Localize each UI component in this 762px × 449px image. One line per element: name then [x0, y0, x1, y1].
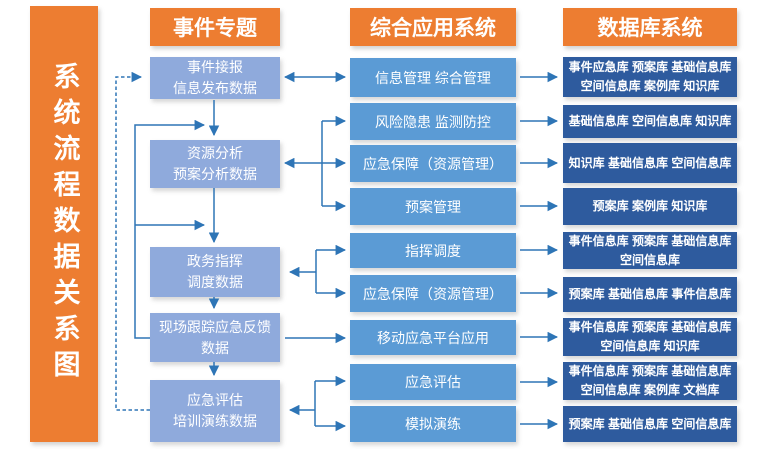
box-line: 预案库 基础信息库 事件信息库 — [568, 287, 732, 302]
box-line: 预案分析数据 — [173, 166, 257, 182]
box-emergency-support-2: 应急保障（资源管理） — [350, 275, 516, 312]
db-box-5: 事件信息库 预案库 基础信息库 空间信息库 — [563, 232, 737, 269]
box-mobile-platform: 移动应急平台应用 — [350, 320, 516, 355]
box-line: 信息管理 综合管理 — [375, 69, 491, 86]
box-line: 预案库 案例库 知识库 — [592, 199, 708, 214]
box-line: 空间信息库 — [619, 252, 680, 267]
box-line: 指挥调度 — [405, 242, 461, 259]
box-line: 政务指挥 — [187, 253, 243, 269]
arrow-dashed-feedback — [115, 71, 150, 411]
box-line: 调度数据 — [187, 274, 243, 290]
box-line: 事件接报 — [187, 59, 243, 75]
box-field-tracking: 现场跟踪应急反馈 数据 — [150, 313, 280, 362]
diagram-title-bar: 系统流程数据关系图 — [30, 6, 98, 442]
db-box-9: 预案库 基础信息库 空间信息库 — [563, 406, 737, 442]
box-line: 空间信息库 案例库 知识库 — [580, 79, 720, 93]
box-event-receiving: 事件接报 信息发布数据 — [150, 57, 280, 99]
box-line: 移动应急平台应用 — [377, 329, 489, 346]
box-resource-analysis: 资源分析 预案分析数据 — [150, 140, 280, 188]
box-emergency-evaluation: 应急评估 培训演练数据 — [150, 380, 280, 442]
db-box-2: 基础信息库 空间信息库 知识库 — [563, 105, 737, 138]
box-line: 预案库 基础信息库 空间信息库 — [568, 416, 732, 431]
box-plan-management: 预案管理 — [350, 188, 516, 225]
db-box-3: 知识库 基础信息库 空间信息库 — [563, 143, 737, 183]
box-line: 数据 — [201, 339, 229, 356]
box-line: 信息发布数据 — [173, 80, 257, 96]
box-line: 应急评估 — [187, 392, 243, 408]
box-line: 模拟演练 — [405, 416, 461, 432]
db-box-6: 预案库 基础信息库 事件信息库 — [563, 277, 737, 312]
box-risk-monitoring: 风险隐患 监测防控 — [350, 103, 516, 140]
db-box-1: 事件应急库 预案库 基础信息库 空间信息库 案例库 知识库 — [563, 57, 737, 97]
box-line: 事件应急库 预案库 基础信息库 — [568, 60, 732, 75]
box-line: 知识库 基础信息库 空间信息库 — [568, 155, 732, 170]
diagram-title: 系统流程数据关系图 — [49, 62, 80, 386]
box-line: 应急保障（资源管理） — [363, 285, 503, 302]
box-line: 风险隐患 监测防控 — [375, 113, 491, 130]
box-line: 资源分析 — [187, 145, 243, 161]
box-line: 培训演练数据 — [173, 413, 257, 429]
box-info-management: 信息管理 综合管理 — [350, 58, 516, 97]
box-line: 应急保障（资源管理） — [363, 155, 503, 172]
header-database-systems: 数据库系统 — [563, 8, 737, 46]
box-line: 预案管理 — [405, 198, 461, 215]
box-command-dispatch: 指挥调度 — [350, 233, 516, 268]
box-line: 基础信息库 空间信息库 知识库 — [568, 114, 732, 129]
box-line: 空间信息库 知识库 — [600, 339, 700, 353]
box-simulation-drill: 模拟演练 — [350, 406, 516, 442]
header-application-systems: 综合应用系统 — [350, 8, 516, 46]
box-line: 现场跟踪应急反馈 — [159, 318, 271, 335]
box-line: 事件信息库 预案库 基础信息库 — [568, 233, 732, 248]
box-emergency-support-1: 应急保障（资源管理） — [350, 145, 516, 182]
db-box-7: 事件信息库 预案库 基础信息库 空间信息库 知识库 — [563, 318, 737, 356]
box-gov-command: 政务指挥 调度数据 — [150, 247, 280, 297]
box-line: 应急评估 — [405, 374, 461, 390]
db-box-8: 事件信息库 预案库 基础信息库 空间信息库 案例库 文档库 — [563, 362, 737, 400]
box-emergency-assessment: 应急评估 — [350, 364, 516, 400]
header-event-topics: 事件专题 — [150, 8, 280, 46]
box-line: 事件信息库 预案库 基础信息库 — [568, 364, 732, 379]
db-box-4: 预案库 案例库 知识库 — [563, 188, 737, 225]
box-line: 空间信息库 案例库 文档库 — [580, 383, 720, 397]
box-line: 事件信息库 预案库 基础信息库 — [568, 320, 732, 335]
